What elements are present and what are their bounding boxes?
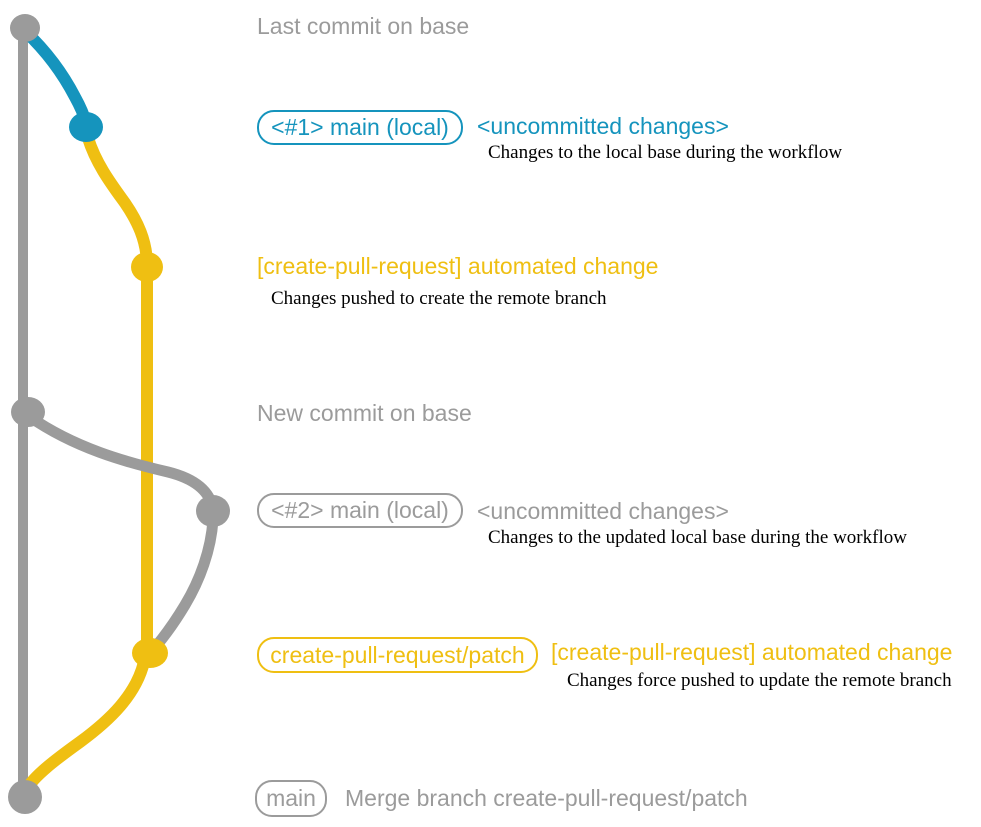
updated-local-branch-line <box>24 411 219 515</box>
updated-local-rebase-curve <box>151 514 219 651</box>
branch-badge-patch: create-pull-request/patch <box>257 637 538 673</box>
message-automated-change-1: [create-pull-request] automated change <box>257 253 659 279</box>
description-automated-change-2: Changes force pushed to update the remot… <box>567 670 952 691</box>
commit-dot-local-main-2 <box>196 495 230 527</box>
branch-badge-main-local-2: <#2> main (local) <box>257 493 463 528</box>
local-main-branch-line <box>20 26 92 129</box>
branch-badge-main-local-2-label: <#2> main (local) <box>271 497 449 523</box>
commit-dot-merge <box>8 780 42 814</box>
branch-badge-main-label: main <box>266 785 316 811</box>
annotation-new-commit-on-base: New commit on base <box>257 400 472 426</box>
message-uncommitted-changes-1: <uncommitted changes> <box>477 113 729 139</box>
git-graph <box>8 14 230 814</box>
patch-branch-upper-curve <box>82 132 153 268</box>
branch-badge-main-local-1-label: <#1> main (local) <box>271 114 449 140</box>
message-automated-change-2: [create-pull-request] automated change <box>551 639 953 665</box>
commit-dot-last-base <box>10 14 40 42</box>
branch-badge-main-local-1: <#1> main (local) <box>257 110 463 145</box>
patch-branch-merge-curve <box>20 656 150 796</box>
description-uncommitted-changes-1: Changes to the local base during the wor… <box>488 142 843 163</box>
annotation-last-commit-on-base: Last commit on base <box>257 13 470 39</box>
message-uncommitted-changes-2: <uncommitted changes> <box>477 498 729 524</box>
description-uncommitted-changes-2: Changes to the updated local base during… <box>488 527 907 548</box>
branch-badge-main: main <box>255 780 327 817</box>
commit-dot-automated-change-1 <box>131 252 163 282</box>
commit-dot-local-main-1 <box>69 112 103 142</box>
annotation-merge-message: Merge branch create-pull-request/patch <box>345 785 748 811</box>
commit-dot-new-base <box>11 397 45 427</box>
branch-badge-patch-label: create-pull-request/patch <box>270 641 525 668</box>
description-automated-change-1: Changes pushed to create the remote bran… <box>271 288 607 309</box>
commit-dot-automated-change-2 <box>132 638 168 668</box>
